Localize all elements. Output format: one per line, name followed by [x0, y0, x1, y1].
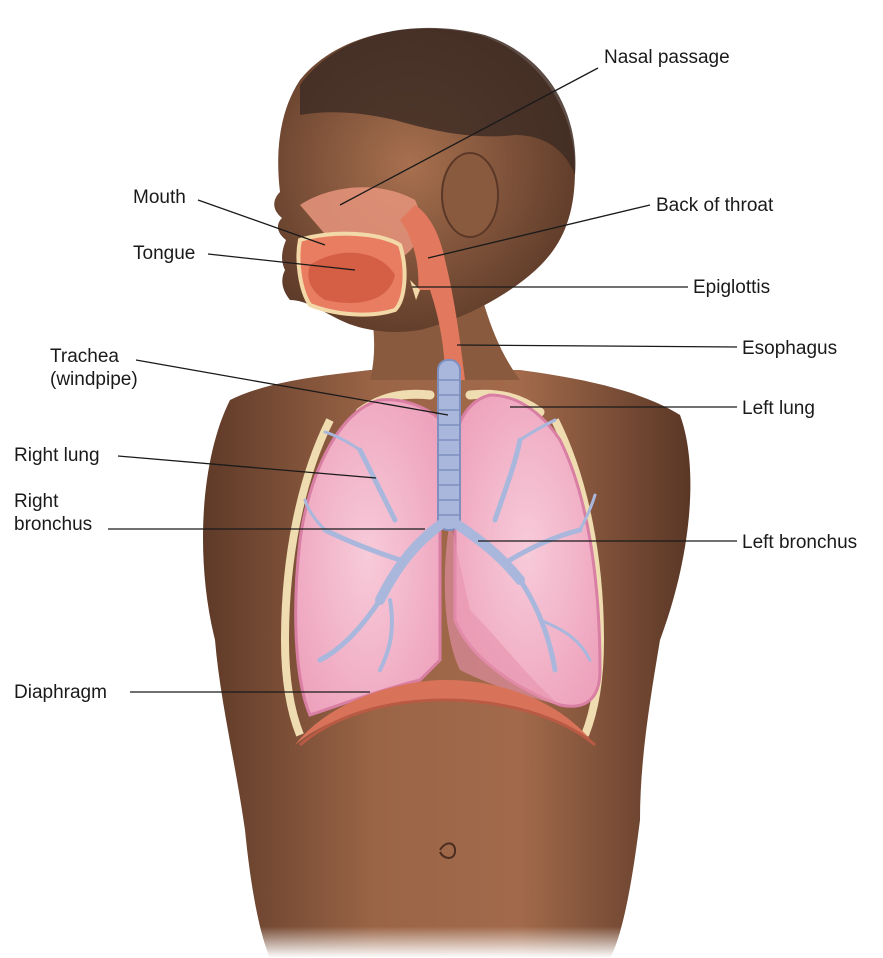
label-trachea-line1: Trachea — [50, 345, 138, 368]
label-right-bronchus-line1: Right — [14, 490, 92, 513]
label-epiglottis: Epiglottis — [693, 276, 770, 299]
label-left-bronchus: Left bronchus — [742, 531, 857, 554]
label-tongue: Tongue — [133, 242, 195, 265]
bottom-fade — [0, 800, 883, 958]
label-nasal-passage: Nasal passage — [604, 46, 730, 69]
label-right-bronchus-line2: bronchus — [14, 513, 92, 536]
label-esophagus: Esophagus — [742, 337, 837, 360]
ear — [442, 153, 498, 237]
label-diaphragm: Diaphragm — [14, 681, 107, 704]
trachea-tube — [438, 360, 460, 530]
label-trachea: Trachea (windpipe) — [50, 345, 138, 391]
label-right-lung: Right lung — [14, 444, 100, 467]
label-trachea-line2: (windpipe) — [50, 368, 138, 391]
label-back-of-throat: Back of throat — [656, 194, 773, 217]
label-right-bronchus: Right bronchus — [14, 490, 92, 536]
label-left-lung: Left lung — [742, 397, 815, 420]
label-mouth: Mouth — [133, 186, 186, 209]
